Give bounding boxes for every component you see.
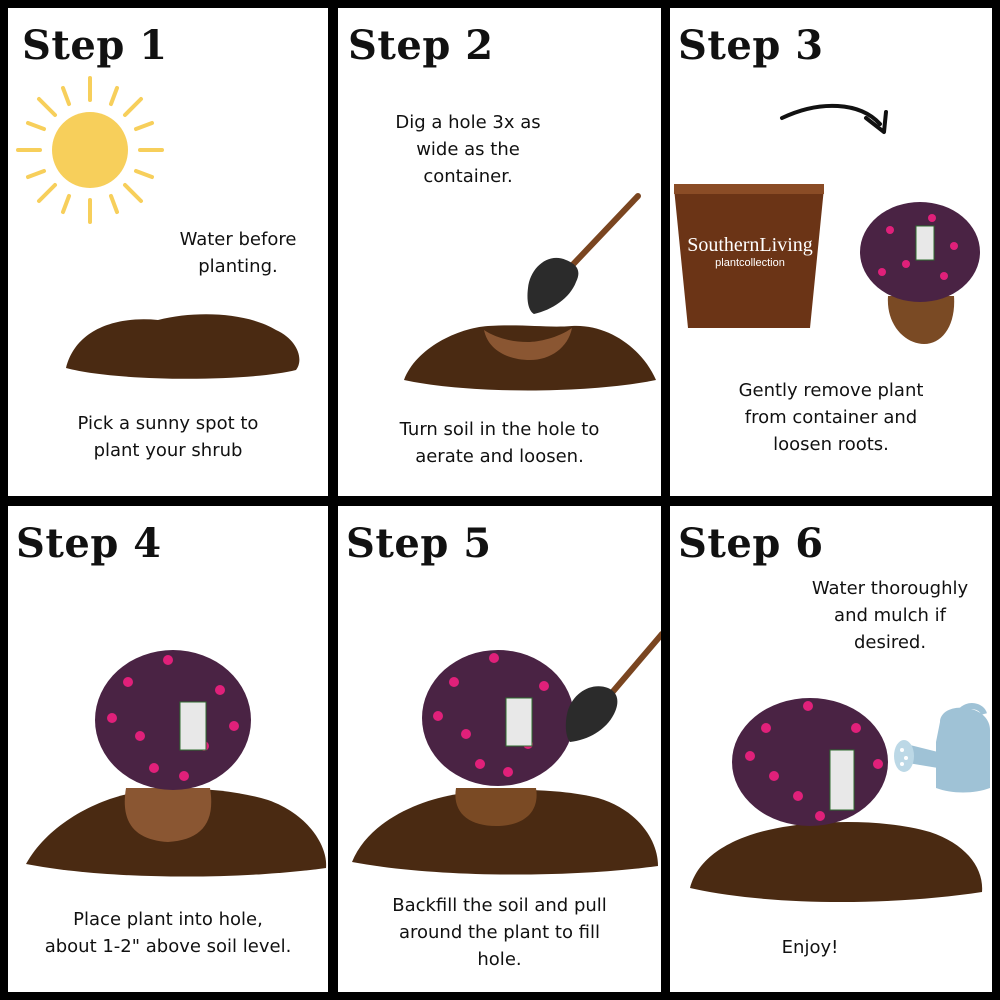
step-4-title: Step 4 xyxy=(16,520,162,567)
step-6-panel: Step 6 Water thoroughly and mulch if des… xyxy=(670,506,992,992)
step-2-title: Step 2 xyxy=(348,22,494,69)
plant-pot xyxy=(674,184,824,328)
soil-mound xyxy=(352,789,658,875)
plant-shrub xyxy=(95,650,251,790)
step-5-title: Step 5 xyxy=(346,520,492,567)
arrow-icon xyxy=(780,103,882,126)
pot-brand: SouthernLiving xyxy=(687,234,813,256)
watering-can-icon xyxy=(894,703,990,793)
step-2-caption-bottom: Turn soil in the hole to aerate and loos… xyxy=(399,419,600,467)
step-6-caption-bottom: Enjoy! xyxy=(781,937,839,958)
sun-icon xyxy=(16,76,164,224)
plant-shrub xyxy=(732,698,888,826)
plant-roots xyxy=(455,788,537,826)
pot-brand-label: SouthernLiving plantcollection xyxy=(680,234,820,270)
dug-hole xyxy=(484,328,572,360)
step-4-caption-bottom: Place plant into hole, about 1-2" above … xyxy=(44,909,292,957)
step-3-illustration xyxy=(674,103,980,344)
plant-roots xyxy=(124,788,212,842)
plant-shrub xyxy=(422,650,574,786)
step-1-illustration xyxy=(16,76,300,379)
step-4-panel: Step 4 Place plant into hole, about 1-2"… xyxy=(8,506,328,992)
step-2-panel: Step 2 Dig a hole 3x as wide as the cont… xyxy=(338,8,661,496)
step-5-panel: Step 5 Backfill the soil and pull around… xyxy=(338,506,661,992)
shovel-icon xyxy=(527,193,641,314)
step-3-title: Step 3 xyxy=(678,22,824,69)
step-6-caption-top: Water thoroughly and mulch if desired. xyxy=(811,578,969,653)
step-1-caption-top: Water before planting. xyxy=(179,229,297,277)
step-5-caption-bottom: Backfill the soil and pull around the pl… xyxy=(392,895,607,970)
step-6-title: Step 6 xyxy=(678,520,824,567)
step-2-illustration xyxy=(404,193,656,391)
shovel-icon xyxy=(565,631,661,742)
soil-mound xyxy=(690,822,983,903)
step-6-illustration xyxy=(690,698,990,903)
step-5-illustration xyxy=(352,631,661,875)
pot-sub: plantcollection xyxy=(715,257,785,269)
step-3-caption-bottom: Gently remove plant from container and l… xyxy=(738,380,924,455)
step-1-panel: Step 1 Water xyxy=(8,8,328,496)
plant-shrub xyxy=(860,202,980,344)
step-1-title: Step 1 xyxy=(22,22,168,69)
soil-mound xyxy=(66,314,300,379)
step-3-panel: Step 3 SouthernLiving plantcollection Ge… xyxy=(670,8,992,496)
step-1-caption-bottom: Pick a sunny spot to plant your shrub xyxy=(77,413,259,461)
step-2-caption-top: Dig a hole 3x as wide as the container. xyxy=(395,112,541,187)
step-4-illustration xyxy=(26,650,327,877)
